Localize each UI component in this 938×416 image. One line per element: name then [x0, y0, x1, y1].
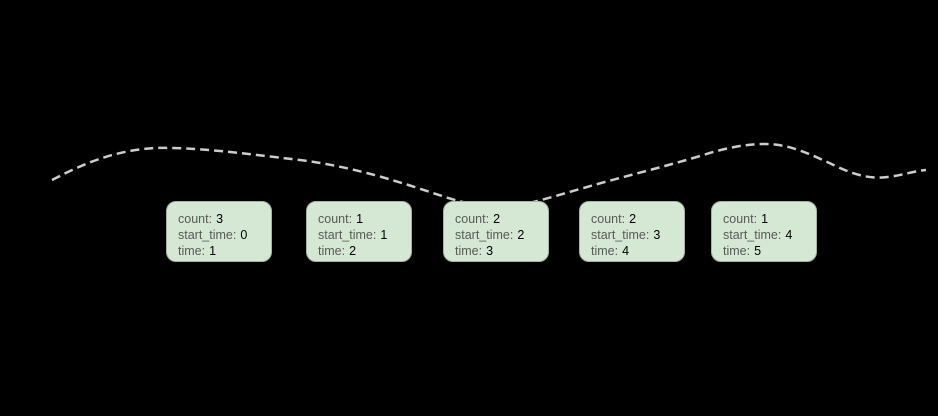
field-start-time: start_time:3: [591, 227, 676, 243]
dashed-trend-curve-path: [51, 142, 927, 209]
start-time-label: start_time:: [318, 228, 377, 242]
count-label: count:: [178, 212, 213, 226]
field-count: count:3: [178, 211, 263, 227]
field-time: time:5: [723, 243, 808, 259]
field-count: count:2: [591, 211, 676, 227]
time-label: time:: [318, 244, 346, 258]
time-label: time:: [591, 244, 619, 258]
time-value: 2: [349, 244, 357, 258]
field-start-time: start_time:4: [723, 227, 808, 243]
count-value: 1: [761, 212, 769, 226]
field-count: count:2: [455, 211, 540, 227]
count-value: 3: [216, 212, 224, 226]
field-count: count:1: [318, 211, 403, 227]
window-box-1: count:3 start_time:0 time:1: [166, 201, 272, 262]
start-time-value: 3: [653, 228, 661, 242]
field-time: time:2: [318, 243, 403, 259]
start-time-value: 2: [517, 228, 525, 242]
count-label: count:: [318, 212, 353, 226]
field-time: time:3: [455, 243, 540, 259]
count-value: 2: [629, 212, 637, 226]
field-start-time: start_time:2: [455, 227, 540, 243]
window-box-5: count:1 start_time:4 time:5: [711, 201, 817, 262]
time-value: 4: [622, 244, 630, 258]
time-label: time:: [455, 244, 483, 258]
field-time: time:4: [591, 243, 676, 259]
field-time: time:1: [178, 243, 263, 259]
start-time-value: 1: [380, 228, 388, 242]
start-time-label: start_time:: [723, 228, 782, 242]
time-value: 3: [486, 244, 494, 258]
start-time-label: start_time:: [455, 228, 514, 242]
time-value: 1: [209, 244, 217, 258]
field-count: count:1: [723, 211, 808, 227]
window-box-2: count:1 start_time:1 time:2: [306, 201, 412, 262]
time-label: time:: [723, 244, 751, 258]
count-label: count:: [723, 212, 758, 226]
start-time-label: start_time:: [178, 228, 237, 242]
count-label: count:: [591, 212, 626, 226]
window-box-3: count:2 start_time:2 time:3: [443, 201, 549, 262]
time-label: time:: [178, 244, 206, 258]
field-start-time: start_time:0: [178, 227, 263, 243]
start-time-value: 4: [785, 228, 793, 242]
start-time-label: start_time:: [591, 228, 650, 242]
count-label: count:: [455, 212, 490, 226]
field-start-time: start_time:1: [318, 227, 403, 243]
start-time-value: 0: [240, 228, 248, 242]
count-value: 1: [356, 212, 364, 226]
count-value: 2: [493, 212, 501, 226]
time-value: 5: [754, 244, 762, 258]
window-box-4: count:2 start_time:3 time:4: [579, 201, 685, 262]
